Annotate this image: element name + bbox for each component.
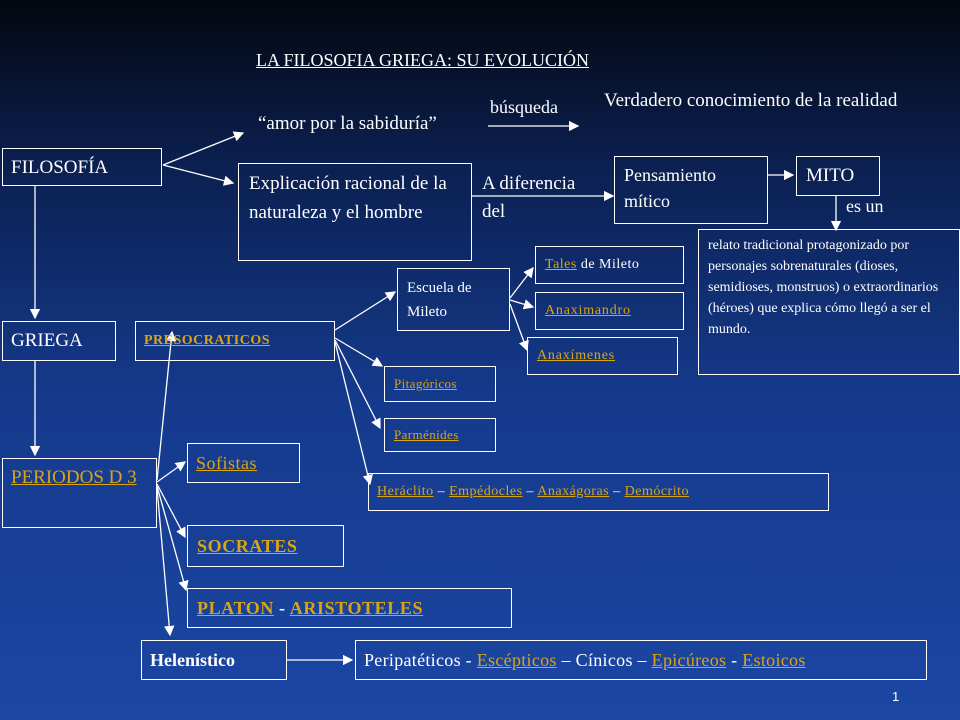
escuela-mileto-text: Escuela de Mileto <box>407 280 472 320</box>
pitagoricos-link[interactable]: Pitagóricos <box>394 376 457 391</box>
pensamiento-box: Pensamiento mítico <box>614 156 768 224</box>
platon-aristoteles-row: PLATON - ARISTOTELES <box>197 598 423 619</box>
helenistico-box: Helenístico <box>141 640 287 680</box>
presocraticos-link[interactable]: PRESOCRATICOS <box>144 333 271 348</box>
anaximandro-link[interactable]: Anaximandro <box>545 303 631 318</box>
epicureos-link[interactable]: Epicúreos <box>651 650 727 670</box>
explicacion-text: Explicación racional de la naturaleza y … <box>249 173 447 223</box>
busqueda-label: búsqueda <box>490 97 558 117</box>
heraclito-link[interactable]: Heráclito <box>377 484 434 499</box>
parmenides-box: Parménides <box>384 418 496 452</box>
dash-1: – <box>433 484 450 499</box>
griega-box: GRIEGA <box>2 321 116 361</box>
page-title: LA FILOSOFIA GRIEGA: SU EVOLUCIÓN <box>256 50 590 70</box>
filosofia-box: FILOSOFÍA <box>2 148 162 186</box>
tales-text: Tales de Mileto <box>545 257 639 273</box>
anaximandro-box: Anaximandro <box>535 292 684 330</box>
empedocles-link[interactable]: Empédocles <box>449 484 523 499</box>
mito-label: MITO <box>806 165 855 186</box>
sofistas-box: Sofistas <box>187 443 300 483</box>
relato-box: relato tradicional protagonizado por per… <box>698 229 960 375</box>
dash-2: – <box>522 484 538 499</box>
mito-box: MITO <box>796 156 880 196</box>
socrates-link[interactable]: SOCRATES <box>197 536 298 556</box>
hyphen-2: - <box>726 650 743 670</box>
presocraticos-box: PRESOCRATICOS <box>135 321 335 361</box>
heraclito-box: Heráclito – Empédocles – Anaxágoras – De… <box>368 473 829 511</box>
democrito-link[interactable]: Demócrito <box>624 484 689 499</box>
filosofia-label: FILOSOFÍA <box>11 157 109 178</box>
pensamiento-text: Pensamiento mítico <box>624 165 716 211</box>
periodos-box: PERIODOS D 3 <box>2 458 157 528</box>
relato-text: relato tradicional protagonizado por per… <box>708 238 939 337</box>
tales-box: Tales de Mileto <box>535 246 684 284</box>
escepticos-link[interactable]: Escépticos <box>476 650 557 670</box>
anaxagoras-link[interactable]: Anaxágoras <box>537 484 610 499</box>
griega-label: GRIEGA <box>11 330 83 351</box>
page-number: 1 <box>892 689 900 704</box>
peripateticos-box: Peripatéticos - Escépticos – Cínicos – E… <box>355 640 927 680</box>
helenistico-label: Helenístico <box>150 650 235 670</box>
anaximenes-box: Anaxímenes <box>527 337 678 375</box>
periodos-link[interactable]: PERIODOS D 3 <box>11 467 137 488</box>
cinicos-label: – Cínicos – <box>556 650 652 670</box>
socrates-box: SOCRATES <box>187 525 344 567</box>
heraclito-row: Heráclito – Empédocles – Anaxágoras – De… <box>377 484 689 500</box>
es-un-label: es un <box>846 196 884 216</box>
explicacion-box: Explicación racional de la naturaleza y … <box>238 163 472 261</box>
a-diferencia-text: A diferencia del <box>482 173 576 222</box>
pitagoricos-box: Pitagóricos <box>384 366 496 402</box>
de-mileto-label: de Mileto <box>576 257 640 272</box>
platon-link[interactable]: PLATON <box>197 598 274 618</box>
parmenides-link[interactable]: Parménides <box>394 427 459 442</box>
escuela-mileto-box: Escuela de Mileto <box>397 268 510 331</box>
aristoteles-link[interactable]: ARISTOTELES <box>289 598 424 618</box>
peripateticos-label: Peripatéticos - <box>364 650 477 670</box>
platon-aristoteles-box: PLATON - ARISTOTELES <box>187 588 512 628</box>
sofistas-link[interactable]: Sofistas <box>196 453 258 473</box>
verdadero-text: Verdadero conocimiento de la realidad <box>604 90 898 111</box>
tales-link[interactable]: Tales <box>545 257 577 272</box>
hyphen-1: - <box>273 598 290 618</box>
dash-3: – <box>609 484 625 499</box>
peripateticos-row: Peripatéticos - Escépticos – Cínicos – E… <box>364 650 806 671</box>
anaximenes-link[interactable]: Anaxímenes <box>537 348 615 363</box>
amor-text: “amor por la sabiduría” <box>258 113 437 134</box>
estoicos-link[interactable]: Estoicos <box>742 650 806 670</box>
